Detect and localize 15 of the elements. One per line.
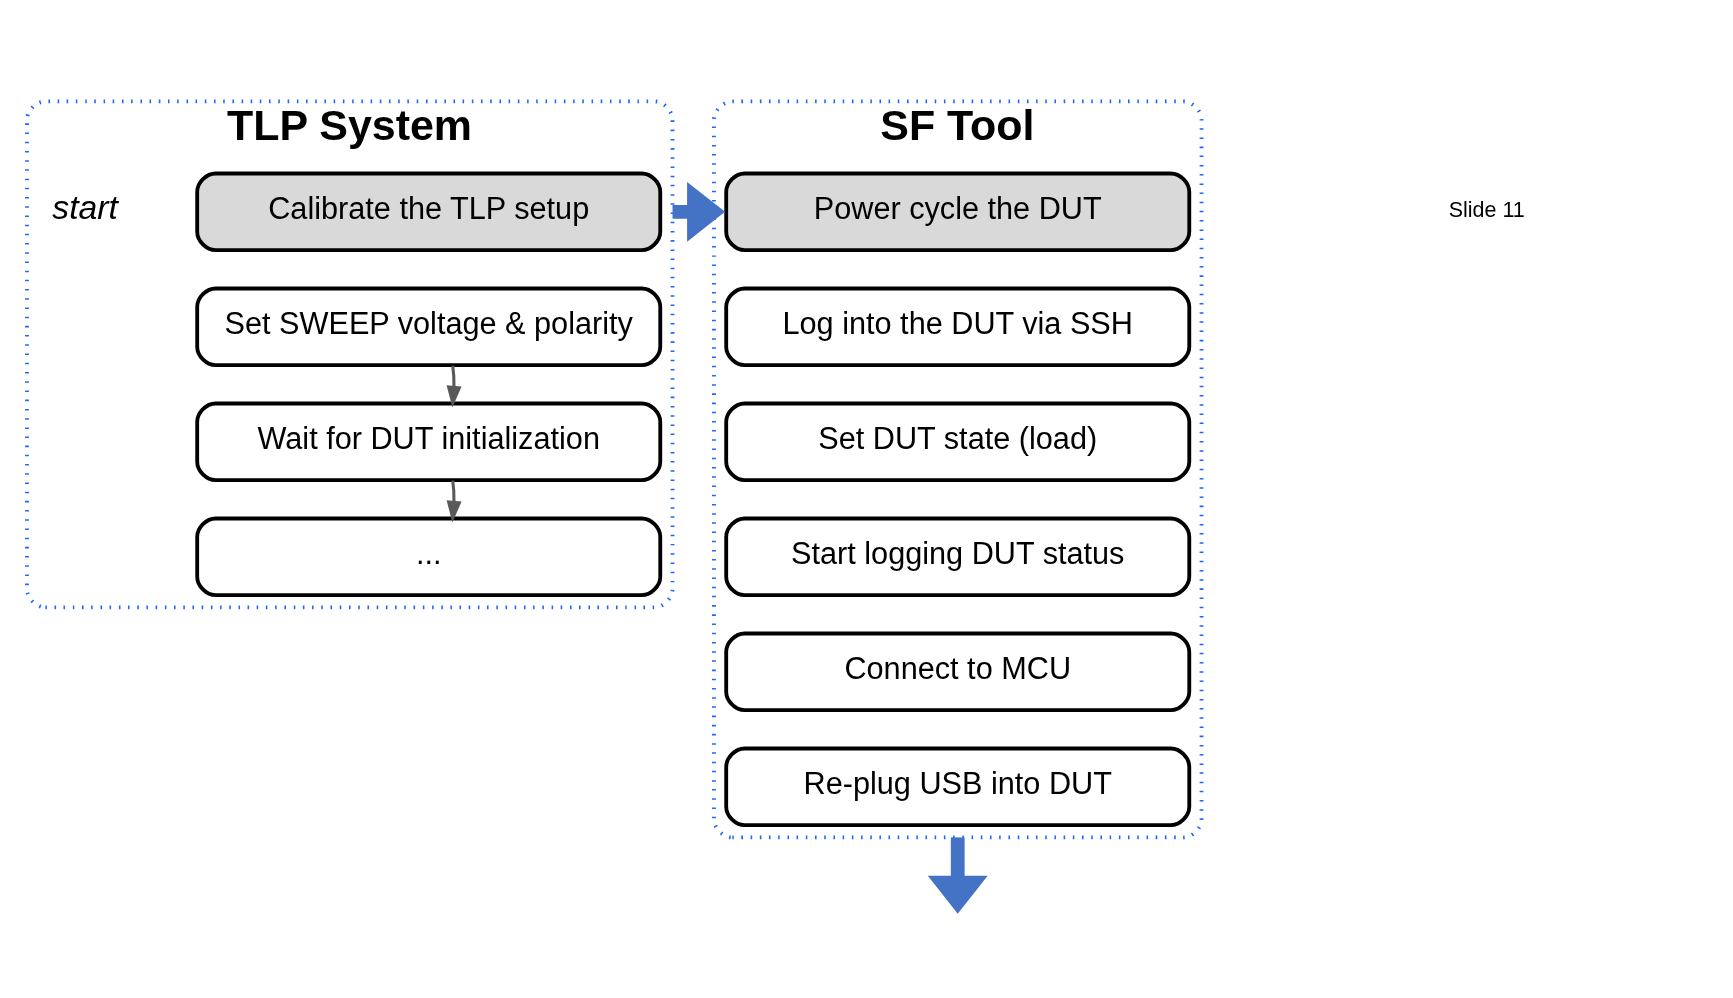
label: start xyxy=(52,187,118,226)
node-box: Calibrate the TLP setup xyxy=(195,171,663,253)
node-box: Set DUT state (load) xyxy=(724,401,1192,483)
node-box: ... xyxy=(195,516,663,598)
node-box: Power cycle the DUT xyxy=(724,171,1192,253)
arrow xyxy=(446,480,462,523)
node-box: Re-plug USB into DUT xyxy=(724,746,1192,828)
node-box: Start logging DUT status xyxy=(724,516,1192,598)
arrow xyxy=(446,365,462,408)
node-box: Set SWEEP voltage & polarity xyxy=(195,286,663,368)
label: Slide 11 xyxy=(1448,198,1525,223)
node-box: Log into the DUT via SSH xyxy=(724,286,1192,368)
node-box: Connect to MCU xyxy=(724,631,1192,713)
arrow xyxy=(927,837,988,914)
node-box: Wait for DUT initialization xyxy=(195,401,663,483)
